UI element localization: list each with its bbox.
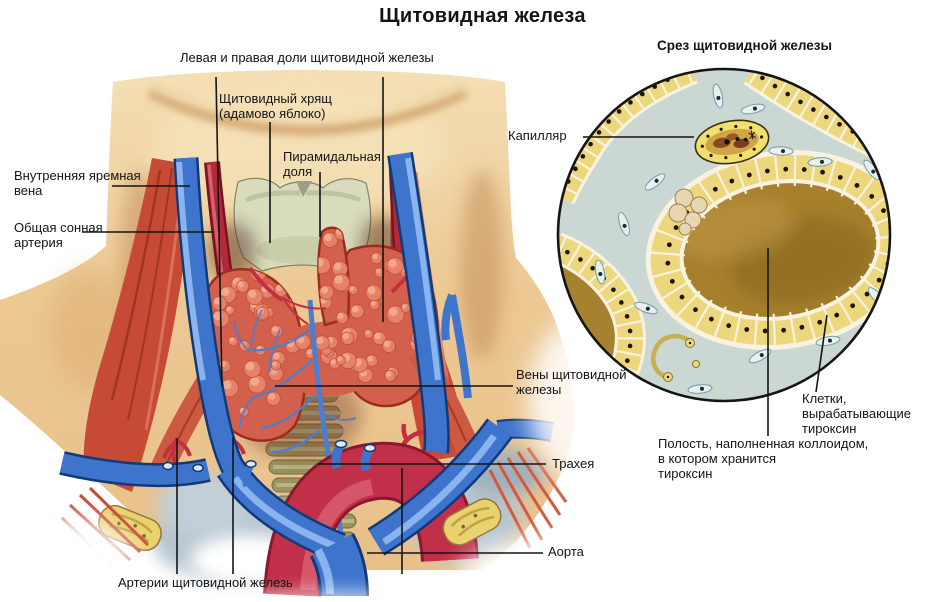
leader-lines [82,76,828,574]
label-pyramidal-lobe: Пирамидальная доля [283,149,381,180]
right-jugular-vein [387,151,450,454]
label-thyroid-arteries: Артерии щитовидной железь [118,575,293,590]
label-jugular-vein: Внутренняя яремная вена [14,168,141,199]
leader-cells [815,314,828,393]
leader-left-lobe [215,76,223,387]
right-muscle-fan [488,447,568,549]
label-thyroid-cartilage: Щитовидный хрящ (адамово яблоко) [219,91,332,122]
label-thyroid-veins: Вены щитовидной железы [516,367,627,398]
spindle-cells [594,83,887,394]
left-jugular-vein [173,157,246,476]
vein-stubs [162,439,377,487]
label-trachea: Трахея [552,456,595,471]
broken-follicle [651,333,700,382]
page-title: Щитовидная железа [379,5,586,27]
capillary [694,119,770,165]
cell-cluster [668,188,708,236]
label-lobes: Левая и правая доли щитовидной железы [180,50,434,65]
central-follicle [645,149,890,351]
label-carotid-artery: Общая сонная артерия [14,220,103,251]
label-aorta: Аорта [548,544,584,559]
neck-veins [59,151,554,597]
label-thyroxine-cells: Клетки, вырабатывающие тироксин [802,391,912,437]
right-clavicle-bone [442,498,502,546]
label-capillary: Капилляр [508,128,567,143]
label-colloid-cavity: Полость, наполненная коллоидом, в которо… [658,436,869,482]
inset-title: Срез щитовидной железы [657,38,832,53]
neck-illustration [0,70,648,602]
jaw-shadow [147,87,468,136]
